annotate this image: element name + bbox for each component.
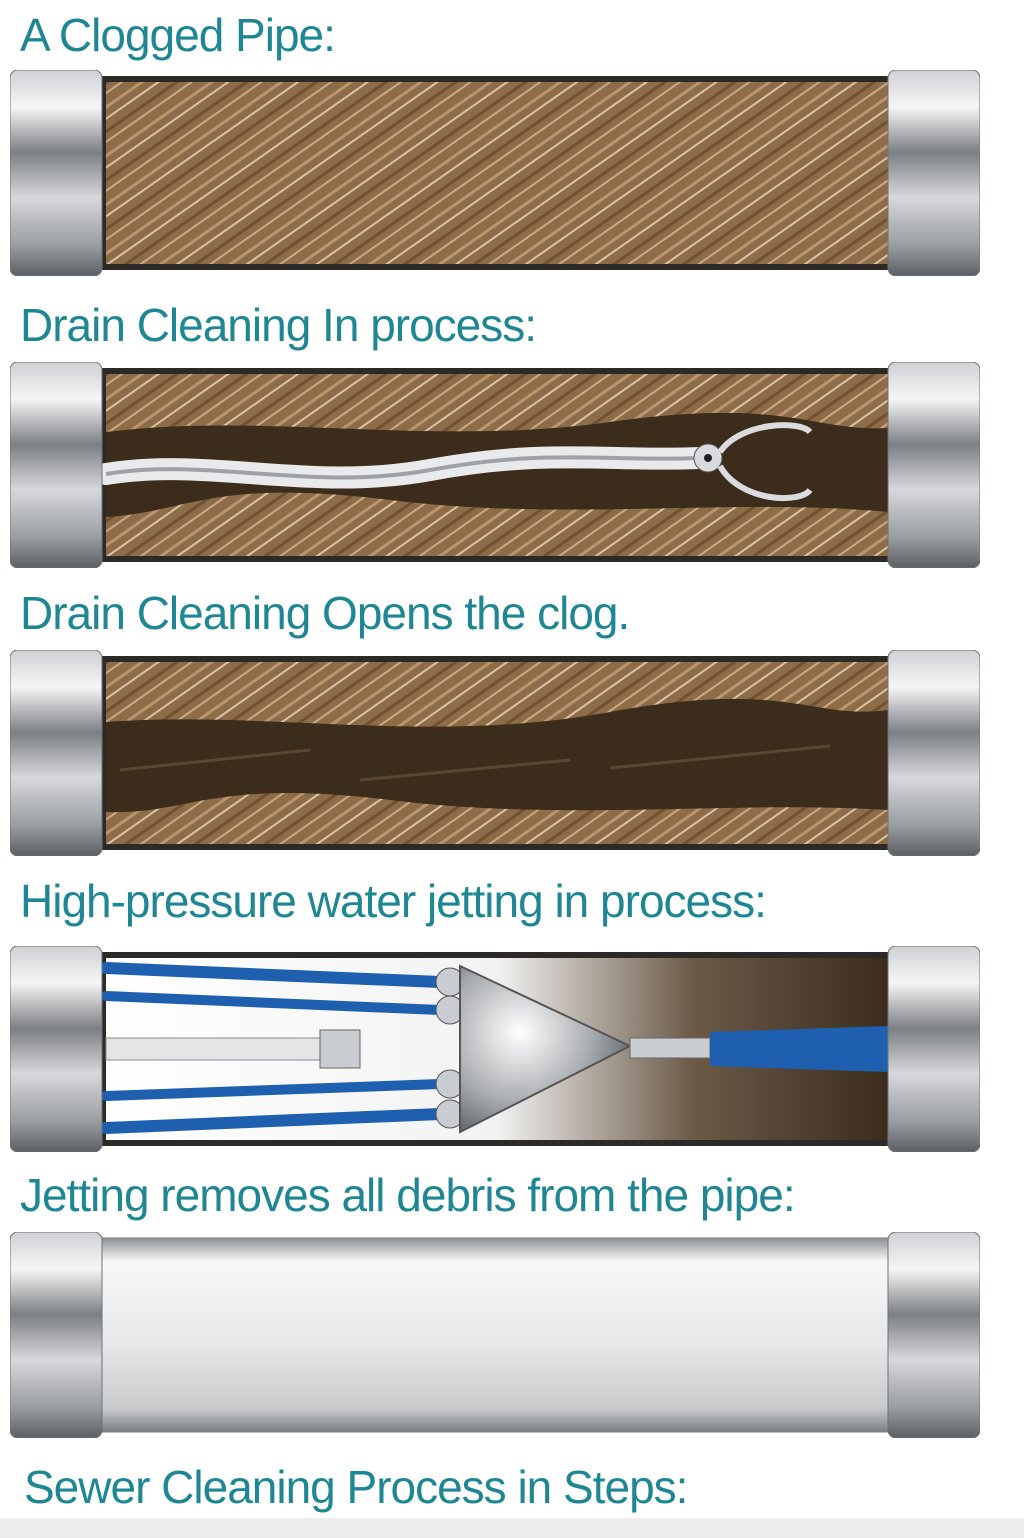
water-jet-streams [100,962,446,1134]
jet-nozzle-icon [319,964,711,1134]
footer-caption: Sewer Cleaning Process in Steps: [24,1461,688,1513]
pipe-opened [10,650,980,856]
bottom-bar [0,1518,1024,1538]
jet-hose [105,1037,347,1061]
pipe-clean [10,1232,980,1438]
step-caption-1: A Clogged Pipe: [20,9,336,61]
step-caption-5: Jetting removes all debris from the pipe… [20,1169,796,1221]
pipe-clogged [10,70,980,276]
step-caption-2: Drain Cleaning In process: [20,299,537,351]
step-caption-3: Drain Cleaning Opens the clog. [20,587,630,639]
pipe-jetting [10,946,980,1152]
pipe-snaking [10,362,980,568]
step-caption-4: High-pressure water jetting in process: [20,875,767,927]
